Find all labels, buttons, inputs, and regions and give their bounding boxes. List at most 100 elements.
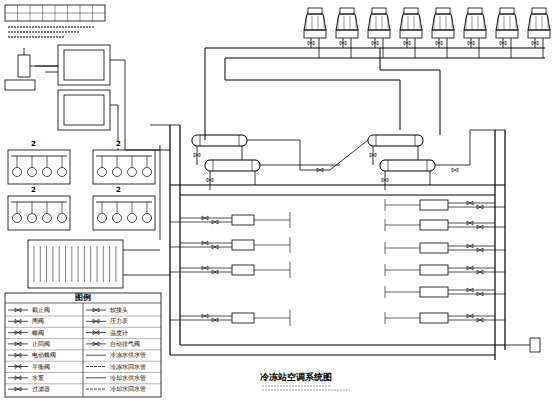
- exchanger-plate: [71, 246, 72, 282]
- exchanger-plate: [65, 246, 66, 282]
- pump-group: [8, 150, 70, 184]
- pump-symbol: [113, 168, 122, 177]
- tower-fan: [500, 8, 514, 14]
- pipe-line: [504, 130, 505, 350]
- valve-symbol: [194, 153, 200, 157]
- valve-symbol: [202, 266, 208, 270]
- pipe-line: [11, 156, 67, 157]
- valve-symbol: [404, 41, 410, 45]
- exchanger-plate: [40, 246, 41, 282]
- chiller-head: [239, 135, 240, 146]
- tower-fill: [466, 16, 467, 29]
- valve-symbol: [372, 41, 378, 45]
- valve-symbol: [15, 308, 21, 312]
- valve-symbol: [212, 220, 218, 224]
- pipe-line: [448, 316, 495, 317]
- valve-symbol: [436, 41, 442, 45]
- tower-basin: [496, 30, 518, 38]
- pipe-line: [385, 199, 386, 211]
- expansion-tank: [530, 338, 540, 352]
- valve-symbol: [477, 292, 483, 296]
- tower-fill: [446, 16, 447, 29]
- valve-symbol: [467, 201, 473, 205]
- legend-text: 蝶阀: [32, 330, 44, 336]
- chiller-shell: [192, 135, 247, 146]
- note-line: [8, 31, 80, 32]
- pump-group: [8, 196, 70, 230]
- tower-fill: [484, 16, 485, 29]
- pump-symbol: [13, 214, 22, 223]
- valve-symbol: [382, 178, 388, 182]
- valve-symbol: [477, 205, 483, 209]
- branch-line: [385, 225, 420, 226]
- legend-text: 闸阀: [32, 318, 44, 324]
- exchanger-plate: [59, 246, 60, 282]
- pipe-line: [150, 125, 180, 126]
- pump-symbol: [143, 168, 152, 177]
- branch-line: [254, 318, 290, 319]
- branch-line: [254, 270, 290, 271]
- valve-symbol: [15, 331, 21, 335]
- pump-symbol: [43, 214, 52, 223]
- exchanger-plate: [84, 246, 85, 282]
- pipe-line: [170, 272, 232, 273]
- pump-symbol: [113, 214, 122, 223]
- valve-symbol: [207, 178, 213, 182]
- pipe-line: [102, 156, 103, 167]
- treatment-unit: [64, 50, 104, 80]
- tower-fill: [356, 16, 357, 29]
- table-grid: [83, 316, 161, 317]
- legend-text: 冷冻水供水管: [110, 352, 146, 358]
- pipe-line: [96, 202, 152, 203]
- pipe-line: [448, 290, 495, 291]
- pipe-line: [380, 48, 440, 135]
- tower-fill: [376, 16, 377, 29]
- pipe-line: [494, 130, 495, 360]
- exchanger-plate: [90, 246, 91, 282]
- valve-symbol: [93, 308, 99, 312]
- branch-line: [254, 220, 290, 221]
- pipe-line: [11, 202, 67, 203]
- cooling-tower: [464, 14, 486, 30]
- note-line: [262, 390, 350, 391]
- cooling-tower: [304, 14, 326, 30]
- tower-basin: [432, 30, 454, 38]
- tower-fill: [516, 16, 517, 29]
- valve-symbol: [15, 365, 21, 369]
- table-grid: [83, 361, 161, 362]
- pipe-line: [205, 48, 206, 140]
- terminal-unit: [232, 215, 254, 225]
- branch-line: [385, 318, 420, 319]
- pipe-line: [110, 60, 125, 150]
- cooling-tower: [400, 14, 422, 30]
- tower-basin: [368, 30, 390, 38]
- legend-text: 软接头: [110, 307, 128, 313]
- table-grid: [5, 383, 83, 384]
- pipe-line: [505, 345, 530, 346]
- terminal-unit: [420, 200, 448, 210]
- water-tank: [18, 55, 30, 77]
- tower-fill: [306, 16, 307, 29]
- terminal-unit: [420, 287, 448, 297]
- table-grid: [5, 338, 83, 339]
- chiller-head: [427, 160, 428, 171]
- table-grid: [83, 349, 161, 350]
- valve-symbol: [467, 266, 473, 270]
- pipe-line: [255, 171, 256, 185]
- pipe-line: [35, 66, 58, 67]
- legend-text: 压力表: [110, 318, 128, 324]
- tank-base: [5, 80, 35, 90]
- tower-fill: [420, 16, 421, 29]
- tower-fan: [468, 8, 482, 14]
- pipe-line: [32, 156, 33, 167]
- pipe-line: [385, 264, 386, 276]
- cooling-tower: [432, 14, 454, 30]
- pump-symbol: [143, 214, 152, 223]
- legend-sample: [86, 366, 106, 367]
- pipe-line: [448, 320, 505, 321]
- pipe-line: [448, 272, 505, 273]
- pipe-line: [448, 250, 505, 251]
- notes-table: [5, 5, 105, 21]
- pipe-line: [260, 165, 340, 166]
- drawing-title: 冷冻站空调系统图: [260, 373, 332, 382]
